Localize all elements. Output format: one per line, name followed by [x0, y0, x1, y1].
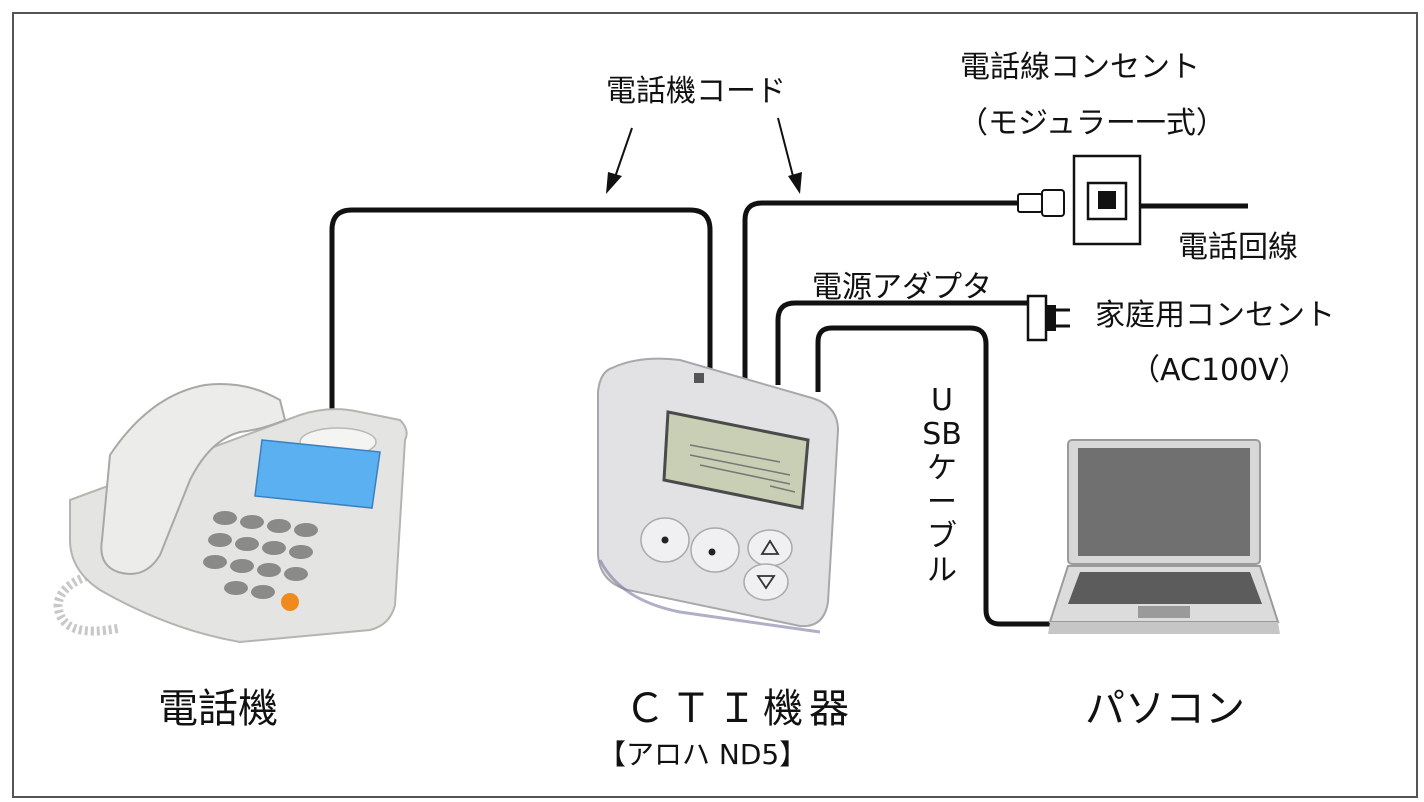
phone-jack-sublabel: （モジュラー一式）	[958, 106, 1226, 141]
modular-jack-icon	[1072, 154, 1142, 246]
phone-cord-label: 電話機コード	[606, 74, 786, 109]
laptop-icon	[1048, 439, 1280, 634]
cti-to-jack-cable	[742, 200, 1018, 385]
phone-jack-label: 電話線コンセント	[960, 50, 1200, 85]
phone-line-label: 電話回線	[1178, 230, 1298, 265]
ac-plug-icon	[1026, 294, 1070, 342]
modular-plug-icon	[1017, 189, 1065, 217]
power-adapter-cable	[775, 300, 1028, 385]
pc-label: パソコン	[1085, 686, 1245, 732]
cord-arrows	[606, 117, 802, 194]
phone-label: 電話機	[158, 686, 278, 732]
cti-device-label: ＣＴＩ機器	[625, 686, 855, 732]
desk-telephone-icon	[53, 383, 408, 644]
phone-cord-cable	[329, 207, 713, 415]
usb-cable	[815, 325, 1062, 627]
power-adapter-label: 電源アダプタ	[812, 270, 992, 305]
cti-model-label: 【アロハ ND5】	[598, 738, 808, 771]
diagram-frame	[12, 12, 1418, 798]
home-outlet-label: 家庭用コンセント	[1095, 298, 1335, 333]
cti-device-icon	[597, 357, 840, 634]
usb-cable-label: USBケーブル	[922, 383, 962, 588]
home-outlet-sublabel: （AC100V）	[1130, 353, 1309, 388]
